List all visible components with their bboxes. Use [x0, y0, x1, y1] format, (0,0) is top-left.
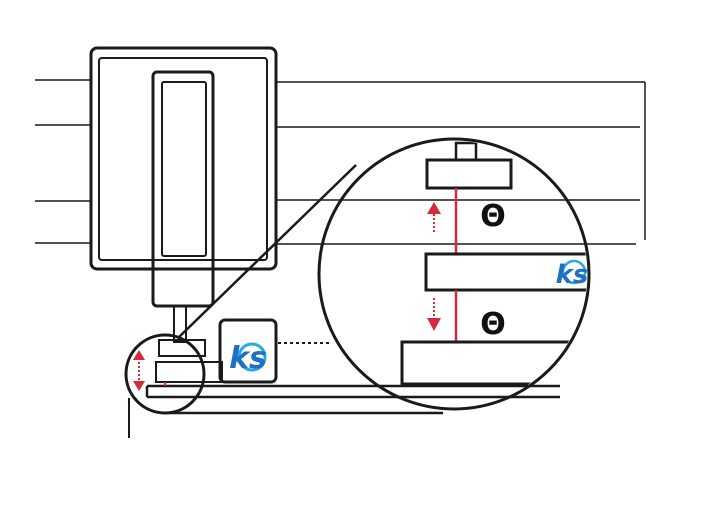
direction-label-lower: Θ: [480, 307, 506, 342]
ks-logo-icon: ks: [556, 260, 589, 290]
small-sample-plate: [155, 361, 223, 383]
direction-label-upper: Θ: [480, 199, 506, 234]
probe-stem: [454, 141, 478, 162]
zoomed-base-plate: [400, 340, 587, 386]
magnifier-large-circle: [317, 137, 591, 411]
dotted-arrow-up-icon: [427, 202, 441, 232]
ks-logo-icon: ks: [229, 341, 267, 376]
spindle: [158, 305, 206, 357]
left-reference-lines: [35, 79, 92, 244]
sample-plate: [424, 252, 587, 292]
upper-housing: [89, 46, 278, 271]
probe-head: [425, 158, 513, 190]
base-plate: [145, 384, 560, 399]
dotted-arrow-down-icon: [427, 298, 441, 331]
zoomed-detail: ks: [400, 141, 589, 386]
dotted-arrow-up-down-icon: [133, 350, 145, 391]
logo-box-small: ks: [218, 318, 278, 384]
zoom-connector-lines: [166, 164, 443, 415]
magnifier-small-circle: [124, 333, 206, 415]
vertical-column: [151, 70, 215, 308]
